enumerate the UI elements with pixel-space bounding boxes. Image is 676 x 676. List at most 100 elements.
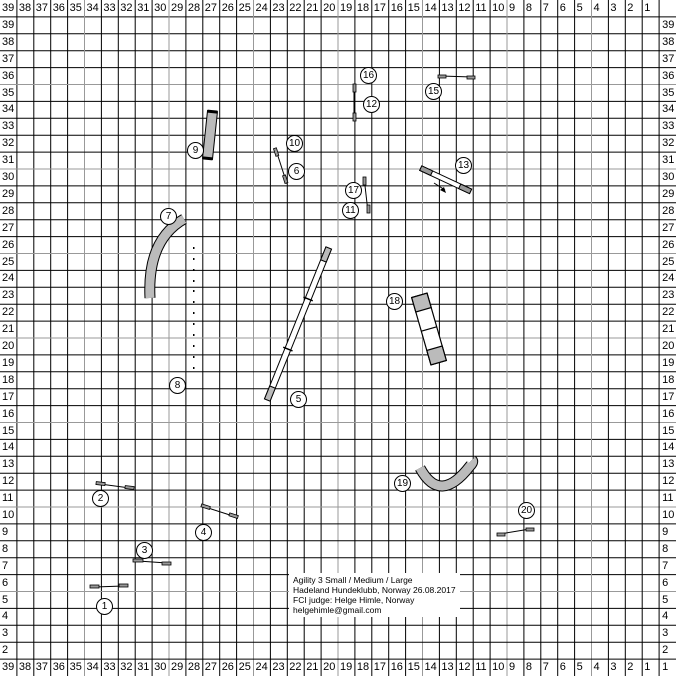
obstacle-number-2: 2 — [92, 490, 109, 507]
left-row-label: 27 — [2, 221, 15, 234]
obstacle-number-20: 20 — [518, 502, 535, 519]
top-column-label: 7 — [542, 2, 549, 14]
obstacle-number-7: 7 — [160, 208, 177, 225]
right-row-label: 17 — [662, 390, 675, 403]
obstacle-number-17: 17 — [345, 182, 362, 199]
right-row-label: 34 — [662, 103, 675, 116]
bot-column-label: 33 — [103, 661, 116, 674]
left-row-label: 37 — [2, 52, 15, 65]
left-row-label: 4 — [2, 610, 9, 623]
right-row-label: 10 — [662, 509, 675, 521]
bot-column-label: 10 — [492, 661, 505, 674]
bot-column-label: 28 — [187, 661, 201, 674]
top-column-label: 20 — [323, 2, 336, 14]
bot-column-label: 22 — [289, 661, 302, 674]
bot-column-label: 29 — [171, 661, 184, 674]
top-column-label: 5 — [576, 2, 583, 14]
top-column-label: 6 — [559, 2, 566, 14]
left-row-label: 19 — [2, 356, 15, 369]
bot-column-label: 13 — [441, 661, 454, 674]
course-info-box: Agility 3 Small / Medium / Large Hadelan… — [289, 573, 460, 617]
top-column-label: 3 — [610, 2, 617, 14]
left-row-label: 31 — [2, 154, 15, 167]
right-row-label: 30 — [662, 171, 675, 183]
top-column-label: 21 — [306, 2, 319, 14]
bot-column-label: 26 — [221, 661, 234, 674]
top-column-label: 38 — [18, 2, 32, 14]
bot-column-label: 24 — [255, 661, 268, 674]
left-row-label: 16 — [2, 407, 15, 420]
bot-column-label: 4 — [593, 661, 600, 674]
jump-3 — [132, 558, 172, 566]
top-column-label: 23 — [272, 2, 285, 14]
right-row-label: 1 — [662, 661, 669, 674]
right-row-label: 7 — [662, 559, 669, 572]
top-column-label: 37 — [35, 2, 49, 14]
left-row-label: 6 — [2, 576, 9, 589]
left-row-label: 23 — [2, 289, 15, 302]
left-row-label: 25 — [2, 255, 15, 268]
jump-12 — [352, 83, 357, 122]
left-row-label: 13 — [2, 458, 15, 471]
left-row-label: 24 — [2, 272, 15, 285]
obstacle-number-12: 12 — [363, 96, 380, 113]
top-column-label: 26 — [221, 2, 234, 14]
bot-column-label: 15 — [407, 661, 420, 674]
top-column-label: 4 — [593, 2, 600, 14]
right-row-label: 5 — [662, 593, 669, 606]
right-row-label: 39 — [662, 18, 675, 31]
right-row-label: 3 — [662, 627, 669, 640]
right-row-label: 8 — [662, 542, 669, 555]
top-column-label: 18 — [356, 2, 370, 14]
right-row-label: 14 — [662, 441, 675, 454]
bot-column-label: 39 — [2, 661, 15, 674]
obstacle-number-13: 13 — [455, 157, 472, 174]
right-row-label: 37 — [662, 52, 675, 65]
obstacle-number-15: 15 — [425, 83, 442, 100]
left-row-label: 10 — [2, 509, 15, 521]
top-column-label: 28 — [187, 2, 201, 14]
top-column-label: 33 — [103, 2, 116, 14]
bot-column-label: 30 — [154, 661, 167, 674]
course-venue: Hadeland Hundeklubb, Norway 26.08.2017 — [293, 585, 456, 595]
obstacle-number-18: 18 — [386, 293, 403, 310]
right-row-label: 21 — [662, 323, 675, 336]
obstacle-number-6: 6 — [288, 163, 305, 180]
right-row-label: 25 — [662, 255, 675, 268]
top-column-label: 11 — [475, 2, 487, 14]
top-column-label: 17 — [373, 2, 387, 14]
dogwalk-5 — [263, 246, 333, 402]
left-row-label: 33 — [2, 120, 15, 133]
left-row-label: 29 — [2, 187, 15, 200]
obstacle-number-3: 3 — [136, 542, 153, 559]
bot-column-label: 32 — [120, 661, 133, 674]
bot-column-label: 9 — [509, 661, 516, 674]
top-column-label: 2 — [627, 2, 634, 14]
bot-column-label: 34 — [86, 661, 99, 674]
right-row-label: 23 — [662, 289, 675, 302]
obstacle-number-4: 4 — [195, 524, 212, 541]
left-row-label: 32 — [2, 137, 15, 150]
bot-column-label: 38 — [18, 661, 32, 674]
right-row-label: 4 — [662, 610, 669, 623]
obstacle-number-19: 19 — [394, 475, 411, 492]
left-row-label: 3 — [2, 627, 9, 640]
right-row-label: 20 — [662, 340, 675, 352]
top-column-label: 12 — [458, 2, 471, 14]
bot-column-label: 2 — [627, 661, 634, 674]
left-row-label: 12 — [2, 475, 15, 488]
right-row-label: 19 — [662, 356, 675, 369]
right-row-label: 35 — [662, 86, 675, 99]
left-row-label: 2 — [2, 644, 9, 657]
top-column-label: 31 — [137, 2, 150, 14]
top-column-label: 15 — [407, 2, 420, 14]
tunnel-7 — [144, 214, 187, 299]
left-row-label: 35 — [2, 86, 15, 99]
jump-11 — [362, 176, 371, 214]
right-row-label: 24 — [662, 272, 675, 285]
left-row-label: 20 — [2, 340, 15, 352]
jump-15 — [437, 74, 476, 80]
right-row-label: 15 — [662, 424, 675, 437]
right-row-label: 31 — [662, 154, 675, 167]
